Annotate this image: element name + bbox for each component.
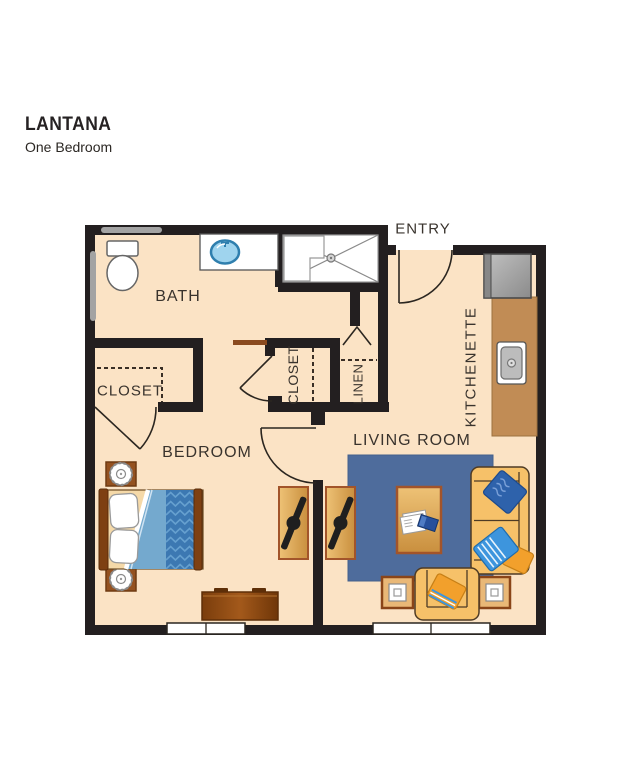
footboard: [193, 488, 203, 571]
grab-bar-icon: [90, 251, 96, 321]
bedroom-furniture: [98, 461, 309, 621]
vanity-sink-icon: [199, 233, 279, 271]
sofa-icon: [470, 466, 535, 575]
room-label-bath: BATH: [155, 288, 201, 305]
walls: [85, 225, 546, 635]
bath-sliding-door-icon: [233, 340, 267, 345]
plan-subtitle: One Bedroom: [25, 139, 113, 155]
living-room-furniture: [325, 466, 535, 621]
room-label-entry: ENTRY: [395, 220, 451, 238]
tv-console-icon: [325, 486, 356, 560]
coffee-table-icon: [395, 485, 443, 555]
room-label-closet-left: CLOSET: [96, 382, 164, 400]
window-icon: [166, 622, 246, 635]
room-label-closet-middle: CLOSET: [285, 345, 301, 405]
nightstand-icon: [105, 461, 137, 487]
nightstand-icon: [105, 566, 137, 592]
grab-bar-icon: [101, 227, 162, 233]
pillow-navy-icon: [482, 470, 528, 514]
pillow-sky-icon: [473, 526, 519, 572]
refrigerator-icon: [483, 253, 532, 299]
entry-door-icon: [398, 249, 453, 304]
toilet-icon: [106, 240, 139, 292]
shower-icon: [282, 234, 379, 283]
windows: [166, 622, 491, 635]
end-table-icon: [477, 575, 512, 610]
bedroom-door-icon: [260, 427, 317, 484]
linen-bifold-door-icon: [342, 325, 372, 346]
room-label-kitchenette: KITCHENETTE: [462, 306, 480, 428]
kitchenette-fixtures: [483, 253, 538, 437]
doors: [94, 249, 453, 484]
remote-icon: [416, 513, 440, 533]
headboard: [98, 488, 109, 571]
pillow-orange-icon: [427, 573, 467, 610]
title-block: LANTANA One Bedroom: [25, 114, 119, 155]
plan-title: LANTANA: [25, 114, 112, 135]
armchair-icon: [414, 567, 480, 621]
bed-icon: [98, 488, 204, 571]
room-label-living-room: LIVING ROOM: [353, 432, 471, 449]
dresser-icon: [201, 588, 279, 621]
window-icon: [372, 622, 491, 635]
bath-fixtures: [90, 227, 379, 345]
room-label-linen: LINEN: [350, 363, 366, 405]
closet-left-door-icon: [94, 406, 157, 450]
closet-middle-door-icon: [239, 355, 273, 402]
tv-console-icon: [278, 486, 309, 560]
end-table-icon: [380, 575, 415, 610]
kitchen-sink-icon: [496, 341, 527, 385]
closet-shelf-lines: [97, 348, 377, 404]
room-label-bedroom: BEDROOM: [162, 444, 252, 461]
